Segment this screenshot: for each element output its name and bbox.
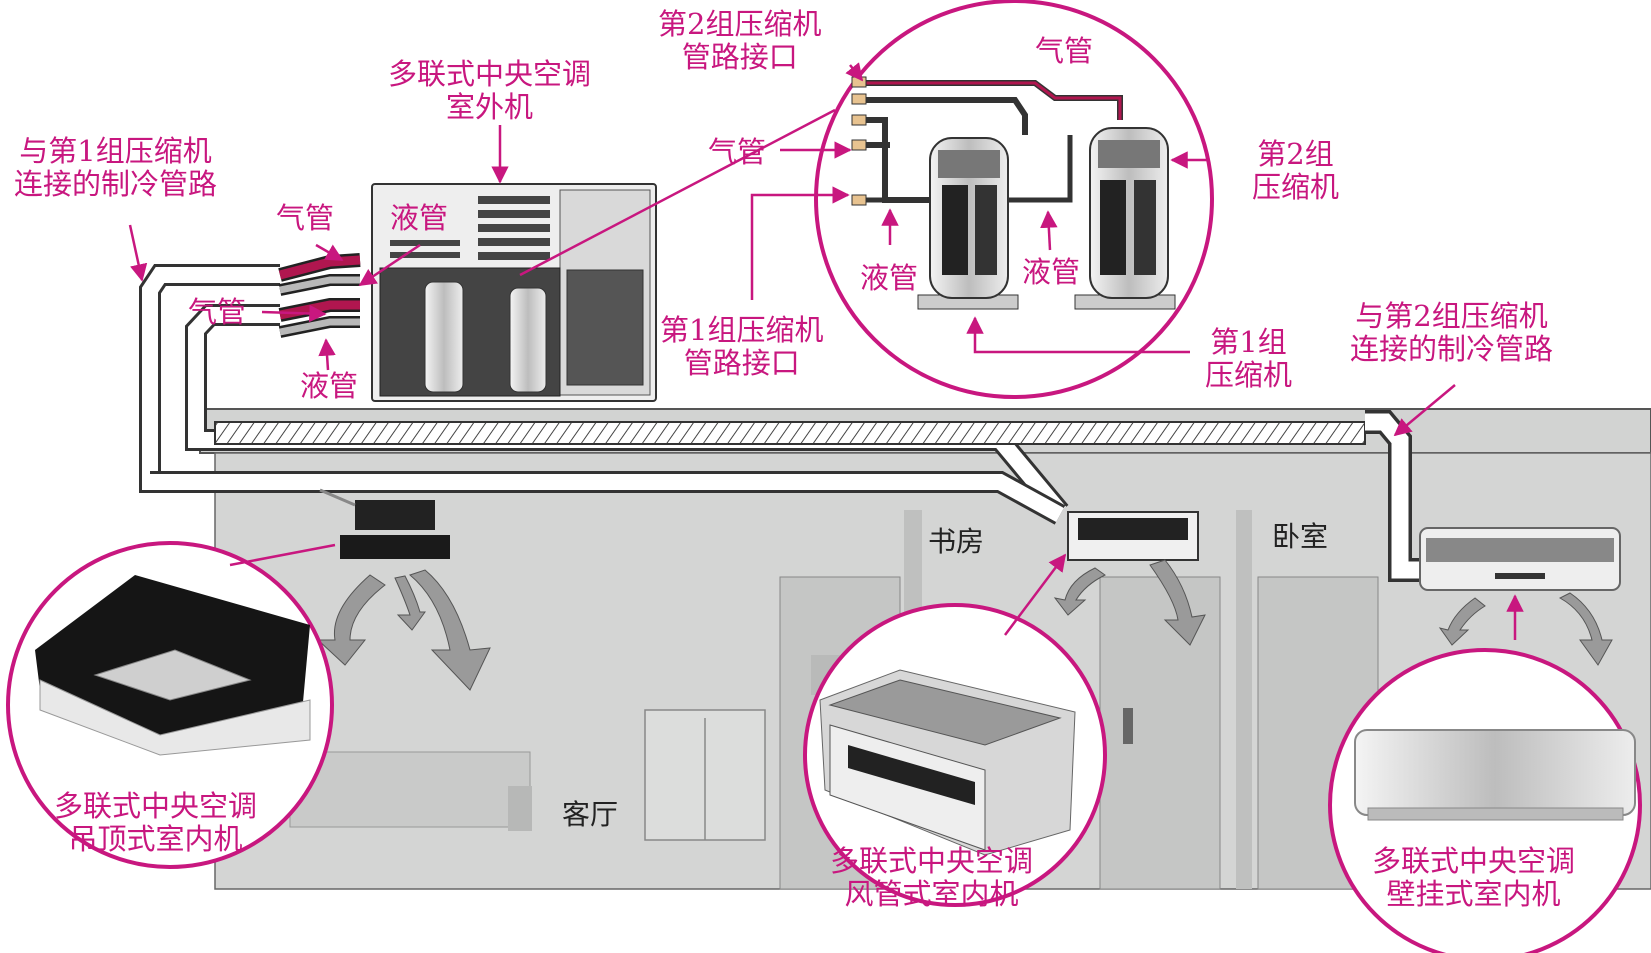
group1-refrigerant-piping bbox=[139, 264, 1069, 525]
circle-liquid-pipe-label-1: 液管 bbox=[860, 261, 919, 295]
duct-unit-detail-circle bbox=[803, 603, 1107, 907]
group2-port-label: 第2组压缩机管路接口 bbox=[658, 7, 822, 74]
wall-unit-detail-circle bbox=[1328, 648, 1642, 953]
outdoor-unit-louvre bbox=[390, 240, 460, 258]
duct-unit-grille bbox=[1067, 511, 1199, 561]
door-study bbox=[1099, 576, 1221, 890]
circle-gas-pipe-label-top: 气管 bbox=[1035, 34, 1094, 68]
ceiling-unit-detail-circle bbox=[6, 541, 334, 869]
group2-piping-label: 与第2组压缩机连接的制冷管路 bbox=[1350, 299, 1554, 366]
wall-mounted-unit bbox=[1419, 527, 1621, 591]
room-label-living: 客厅 bbox=[562, 798, 619, 831]
outdoor-pipe-stubs bbox=[278, 253, 361, 338]
group2-refrigerant-piping bbox=[214, 410, 1420, 582]
wall-unit-label: 多联式中央空调壁挂式室内机 bbox=[1372, 844, 1576, 911]
door-study-handle bbox=[1123, 708, 1133, 744]
circle-liquid-pipe-label-2: 液管 bbox=[1022, 255, 1081, 289]
group1-piping-label: 与第1组压缩机连接的制冷管路 bbox=[14, 134, 218, 201]
ceiling-cassette-unit bbox=[319, 488, 450, 559]
outdoor-unit-grille bbox=[478, 196, 550, 260]
outdoor-liquid-pipe-label-top: 液管 bbox=[390, 201, 449, 235]
outdoor-unit-label: 多联式中央空调室外机 bbox=[388, 57, 592, 124]
callout-arrows bbox=[128, 62, 1524, 640]
group1-port-label: 第1组压缩机管路接口 bbox=[660, 313, 824, 380]
circle-gas-pipe-label-left: 气管 bbox=[708, 135, 767, 169]
outdoor-liquid-pipe-label-bottom: 液管 bbox=[300, 369, 359, 403]
sofa bbox=[289, 751, 531, 828]
group2-compressor-label: 第2组压缩机 bbox=[1252, 137, 1340, 204]
room-label-study: 书房 bbox=[928, 525, 985, 558]
outdoor-unit bbox=[371, 183, 657, 402]
ceiling-unit-label: 多联式中央空调吊顶式室内机 bbox=[54, 789, 258, 856]
compressor-detail-circle bbox=[814, 0, 1214, 399]
room-partition-bedroom bbox=[1236, 510, 1252, 889]
compressor-group1 bbox=[917, 137, 1019, 310]
group1-compressor-label: 第1组压缩机 bbox=[1205, 325, 1293, 392]
sofa-arm bbox=[508, 786, 532, 831]
outdoor-gas-pipe-label-bottom: 气管 bbox=[188, 295, 247, 329]
compressor-group2 bbox=[1074, 127, 1176, 310]
room-label-bedroom: 卧室 bbox=[1272, 520, 1329, 553]
outdoor-gas-pipe-label-top: 气管 bbox=[276, 201, 335, 235]
duct-unit-label: 多联式中央空调风管式室内机 bbox=[830, 844, 1034, 911]
airflow-arrows bbox=[316, 559, 1613, 691]
